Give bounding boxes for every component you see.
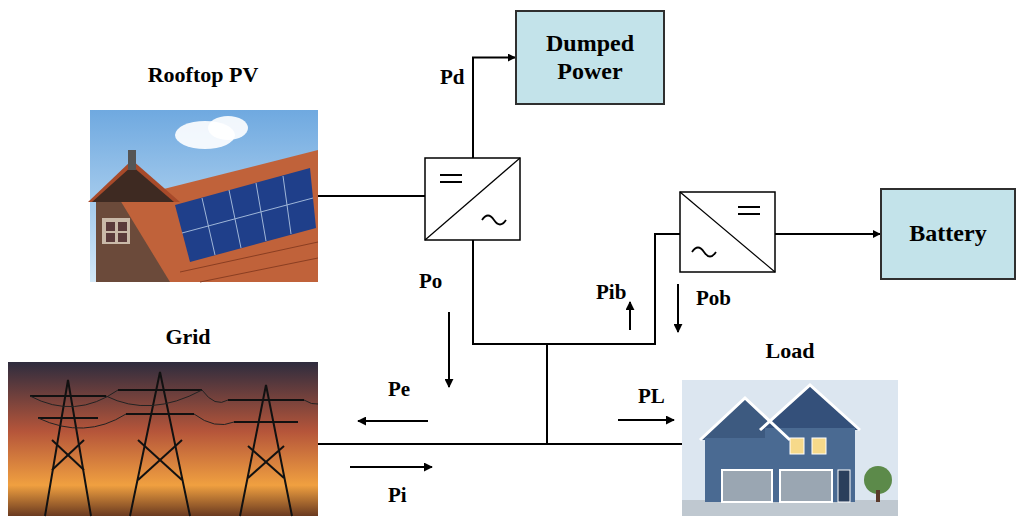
process-box: Battery [880, 188, 1016, 280]
node-heading: Load [682, 338, 898, 363]
power-label: Pi [386, 484, 409, 507]
process-box: Dumped Power [515, 10, 665, 105]
power-label: PL [636, 385, 667, 408]
house-picture [682, 380, 898, 516]
grid-picture [8, 362, 318, 516]
power-label: Pob [694, 287, 733, 310]
grid-node: Grid [8, 324, 318, 516]
box-label: Dumped Power [525, 30, 655, 85]
dc-ac-converter [425, 158, 520, 240]
load-node: Load [682, 338, 898, 516]
node-heading: Rooftop PV [88, 62, 318, 87]
power-label: Pe [386, 378, 412, 401]
node-heading: Grid [8, 324, 318, 349]
power-label: Pd [438, 66, 467, 89]
pv-node: Rooftop PV [88, 62, 318, 282]
flow-arrows [350, 284, 678, 467]
power-label: Po [417, 270, 444, 293]
box-label: Battery [909, 220, 986, 248]
ac-dc-converter [680, 192, 775, 272]
power-label: Pib [594, 281, 628, 304]
rooftop-picture [88, 110, 318, 282]
